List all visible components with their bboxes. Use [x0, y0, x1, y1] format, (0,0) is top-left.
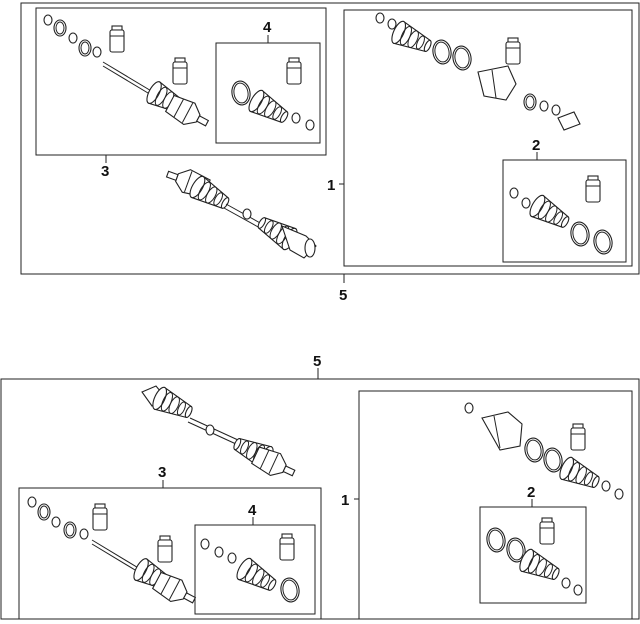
top-diagram: 3 4 1 2 5 [20, 2, 640, 304]
bottom-outer-frame [0, 378, 640, 620]
top-inner-assembly-parts [375, 12, 581, 131]
top-full-axle [162, 162, 317, 259]
top-callout-4: 4 [263, 19, 272, 36]
top-outer-frame [20, 2, 640, 275]
bottom-callout-2: 2 [527, 484, 535, 501]
top-callout-2: 2 [532, 137, 540, 154]
bottom-full-axle [141, 384, 300, 485]
top-outer-joint-parts [43, 14, 214, 135]
bottom-outer-joint-box [18, 487, 322, 620]
bottom-outer-joint-parts [27, 496, 201, 612]
bottom-boot-kit-4-box [194, 524, 316, 615]
top-inner-assembly-box [343, 9, 633, 267]
top-outer-joint-box [35, 7, 327, 156]
bottom-boot-kit-2-box [479, 506, 587, 604]
bottom-callout-3: 3 [158, 464, 166, 481]
top-boot-kit-2-parts [509, 175, 615, 256]
top-boot-kit-2-box [502, 159, 627, 263]
top-boot-kit-4-parts [229, 57, 315, 131]
bottom-diagram: 5 3 4 1 2 [0, 353, 640, 620]
top-callout-1: 1 [327, 177, 335, 194]
bottom-callout-4: 4 [248, 502, 257, 519]
top-callout-3: 3 [101, 163, 109, 180]
bottom-inner-assembly-parts [464, 402, 624, 500]
bottom-inner-assembly-box [358, 390, 633, 620]
bottom-boot-kit-4-parts [200, 533, 302, 604]
bottom-callout-1: 1 [341, 492, 349, 509]
bottom-callout-5: 5 [313, 353, 321, 370]
top-callout-5: 5 [339, 287, 347, 304]
bottom-boot-kit-2-parts [484, 517, 583, 596]
